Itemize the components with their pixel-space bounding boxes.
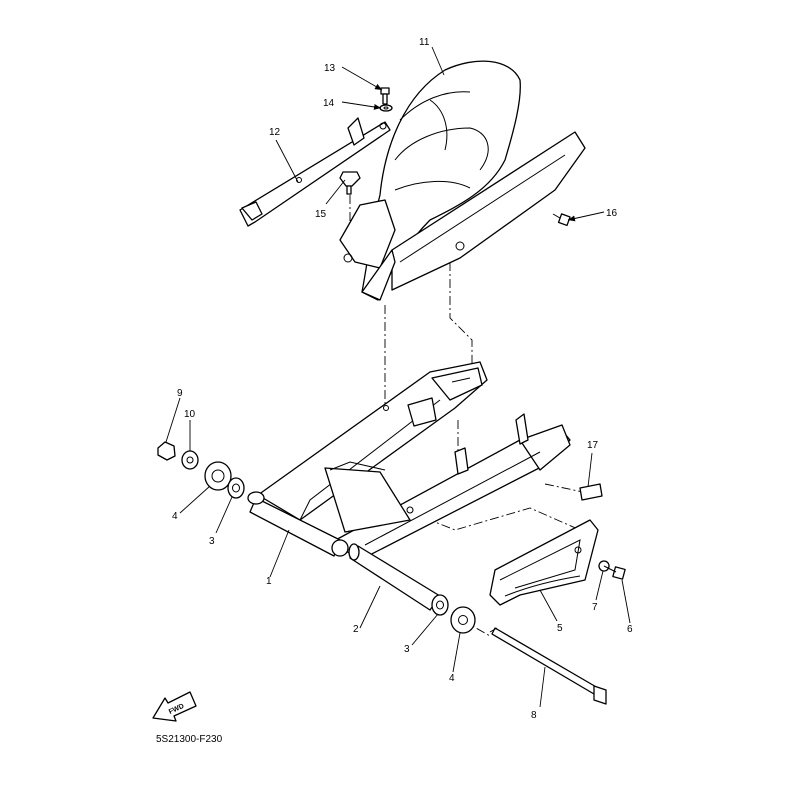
part-2-collar[interactable] (348, 543, 441, 611)
part-13-bolt[interactable] (380, 87, 390, 105)
callout-6: 6 (627, 624, 633, 635)
callout-7: 7 (592, 602, 598, 613)
callout-8: 8 (531, 710, 537, 721)
part-8-pivot-shaft[interactable] (489, 627, 607, 705)
part-4-oil-seal-lower[interactable] (450, 606, 476, 634)
callout-9: 9 (177, 388, 183, 399)
callout-16: 16 (606, 208, 618, 219)
callout-1: 1 (266, 576, 272, 587)
callout-13: 13 (324, 63, 336, 74)
callout-labels: 11 12 13 14 15 16 9 10 4 3 1 2 3 4 8 5 7… (172, 37, 633, 721)
part-3-bearing-lower[interactable] (431, 594, 449, 616)
callout-10: 10 (184, 409, 196, 420)
part-6-bolt[interactable] (603, 565, 626, 580)
leader-lines (165, 46, 631, 708)
part-14-washer[interactable] (379, 104, 393, 112)
callout-12: 12 (269, 127, 281, 138)
part-12-bracket[interactable] (239, 117, 391, 227)
part-16-bolt[interactable] (552, 213, 571, 227)
part-9-nut[interactable] (157, 441, 176, 461)
fwd-arrow-icon: FWD (152, 691, 197, 722)
callout-11: 11 (419, 37, 430, 48)
callout-5: 5 (557, 623, 563, 634)
part-15-clip[interactable] (339, 171, 361, 195)
callout-15: 15 (315, 209, 327, 220)
part-1-swingarm[interactable] (247, 361, 571, 561)
fender-chain-guard[interactable] (361, 131, 586, 301)
drawing-code: 5S21300-F230 (156, 734, 223, 745)
callout-4-lower: 4 (449, 673, 455, 684)
part-4-oil-seal-upper[interactable] (204, 461, 232, 491)
callout-17: 17 (587, 440, 599, 451)
part-5-chain-slider[interactable] (489, 519, 599, 606)
callout-3-upper: 3 (209, 536, 215, 547)
part-10-washer[interactable] (181, 450, 199, 470)
part-3-bearing-upper[interactable] (227, 477, 245, 499)
callout-3-lower: 3 (404, 644, 410, 655)
part-17-label[interactable] (579, 483, 603, 501)
part-11-rear-fender[interactable] (339, 60, 521, 301)
callout-4-upper: 4 (172, 511, 178, 522)
callout-14: 14 (323, 98, 335, 109)
callout-2: 2 (353, 624, 359, 635)
